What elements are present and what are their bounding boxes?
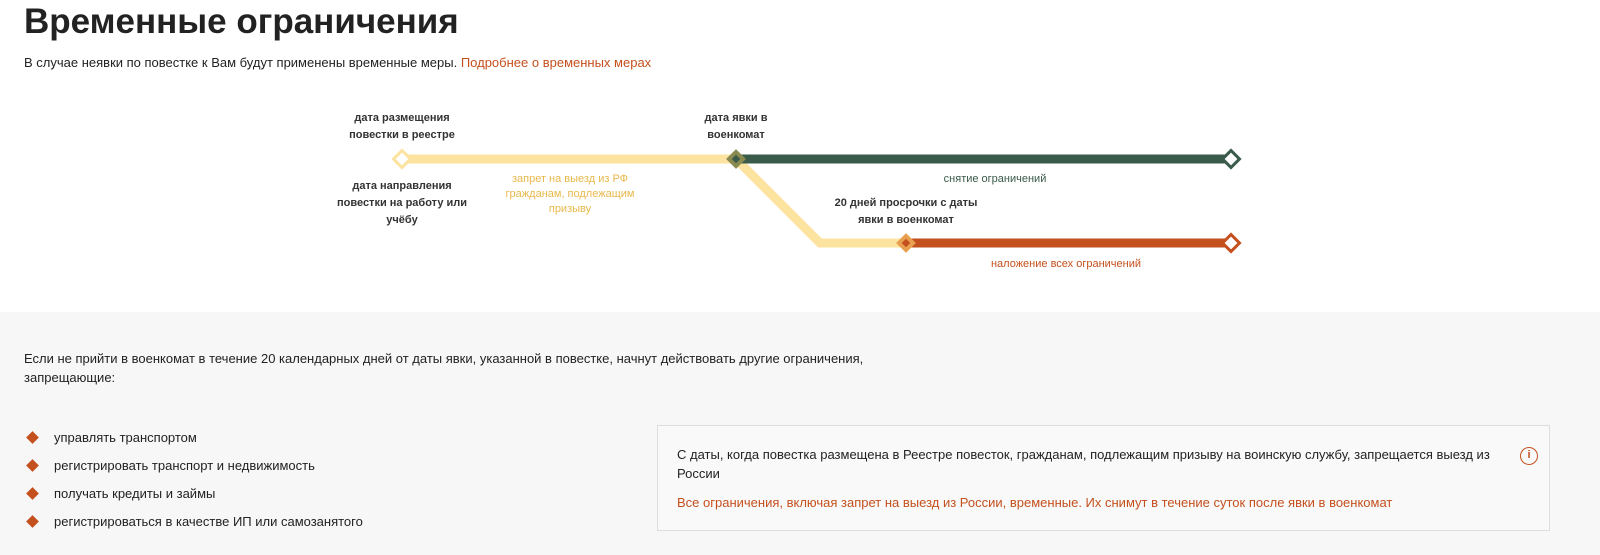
item-text: получать кредиты и займы xyxy=(54,485,216,501)
list-item: регистрировать транспорт и недвижимость xyxy=(24,451,363,479)
label-sent: дата направления повестки на работу или … xyxy=(336,180,468,226)
registry-diamond xyxy=(391,148,413,170)
list-item: регистрироваться в качестве ИП или самоз… xyxy=(24,507,363,535)
restrictions-section: Если не прийти в военкомат в течение 20 … xyxy=(0,312,1600,555)
intro-text: В случае неявки по повестке к Вам будут … xyxy=(24,55,461,70)
page-title: Временные ограничения xyxy=(24,2,459,41)
list-item: получать кредиты и займы xyxy=(24,479,363,507)
item-text: регистрировать транспорт и недвижимость xyxy=(54,457,315,473)
info-note: Все ограничения, включая запрет на выезд… xyxy=(677,495,1393,510)
diamond-bullet-icon xyxy=(26,514,39,528)
lift-diamond xyxy=(1220,148,1242,170)
warning-text: Если не прийти в военкомат в течение 20 … xyxy=(24,351,864,385)
label-overdue: 20 дней просрочки с даты явки в военкома… xyxy=(834,197,978,226)
item-text: регистрироваться в качестве ИП или самоз… xyxy=(54,513,363,529)
label-appear: дата явки в военкомат xyxy=(704,112,768,141)
exit-ban-line xyxy=(402,154,906,248)
label-all: наложение всех ограничений xyxy=(990,258,1142,270)
more-link[interactable]: Подробнее о временных мерах xyxy=(460,55,652,70)
diamond-bullet-icon xyxy=(26,486,39,500)
diamond-bullet-icon xyxy=(26,430,39,444)
label-registry: дата размещения повестки в реестре xyxy=(349,112,455,141)
info-text: С даты, когда повестка размещена в Реест… xyxy=(677,447,1490,481)
all-diamond xyxy=(1220,232,1242,254)
diamond-bullet-icon xyxy=(26,458,39,472)
list-item: управлять транспортом xyxy=(24,423,363,451)
label-lift: снятие ограничений xyxy=(943,173,1047,185)
item-text: управлять транспортом xyxy=(54,429,197,445)
info-box: С даты, когда повестка размещена в Реест… xyxy=(657,425,1550,531)
restrictions-list: управлять транспортом регистрировать тра… xyxy=(24,423,363,535)
label-exit-ban: запрет на выезд из РФ гражданам, подлежа… xyxy=(505,173,635,215)
intro: В случае неявки по повестке к Вам будут … xyxy=(24,55,651,70)
info-icon[interactable]: i xyxy=(1520,447,1538,465)
timeline-diagram xyxy=(391,148,1242,254)
